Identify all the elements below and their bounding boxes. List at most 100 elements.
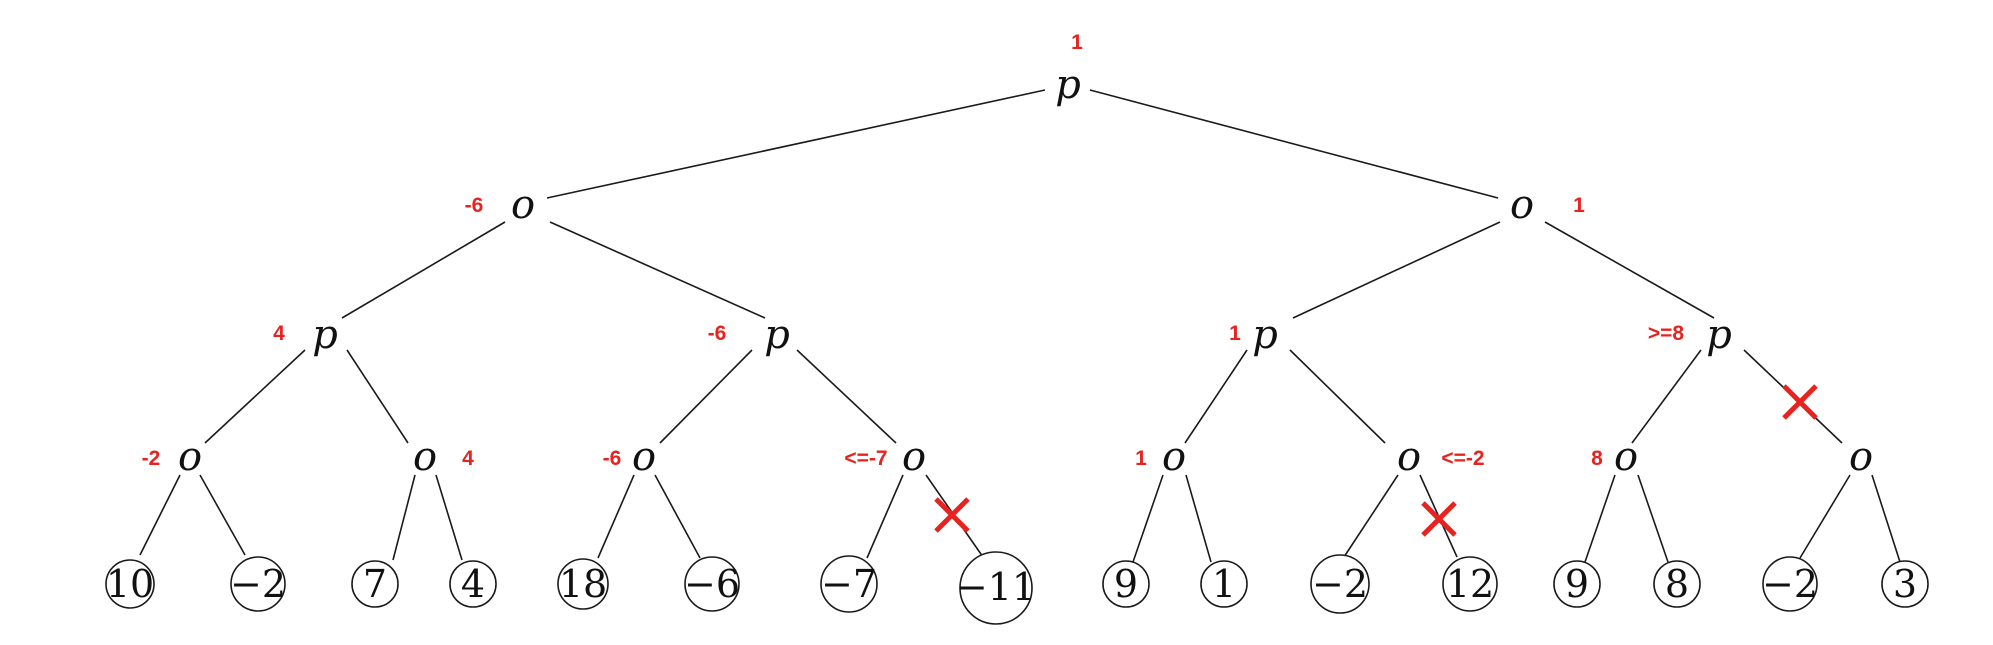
edge-l1a-l2b xyxy=(549,221,766,319)
level3-value-7: 8 xyxy=(1591,447,1603,470)
level2-node-4: p xyxy=(1706,312,1732,358)
leaf-value: 18 xyxy=(559,562,607,606)
edge-l2b-l3c xyxy=(659,349,753,444)
edge-l3c-leaf5 xyxy=(597,474,635,559)
leaf-value: 8 xyxy=(1665,562,1689,606)
leaf-value: 3 xyxy=(1893,562,1917,606)
level1-node-2: o xyxy=(1510,182,1534,228)
level3-node-2: o xyxy=(413,434,437,480)
level3-node-7: o xyxy=(1614,434,1638,480)
level3-node-1: o xyxy=(178,434,202,480)
root-node: p xyxy=(1055,62,1081,108)
leaf-circle xyxy=(1762,556,1818,612)
leaf: 1 xyxy=(1200,560,1248,608)
leaf-value: 7 xyxy=(363,562,387,606)
edge-l3a-leaf1 xyxy=(139,474,181,556)
edge-l3f-leaf11 xyxy=(1343,474,1399,558)
edge-l3b-leaf4 xyxy=(435,474,463,561)
prune-icon xyxy=(934,497,970,533)
edge-l1b-l2d xyxy=(1544,221,1715,319)
leaf-value: −2 xyxy=(1762,562,1818,606)
edge-l3c-leaf6 xyxy=(654,474,701,559)
edge-root-l1a xyxy=(546,89,1046,199)
leaf-circle xyxy=(1442,556,1498,612)
leaf-circle xyxy=(1881,560,1929,608)
leaf: −2 xyxy=(230,556,286,612)
level3-value-5: 1 xyxy=(1135,447,1147,470)
edge-l3d-leaf7 xyxy=(866,474,904,559)
leaf-circle xyxy=(230,556,286,612)
level2-value-3: 1 xyxy=(1229,322,1241,345)
tree-leaves: 10 −2 7 4 18 −6 −7 −11 xyxy=(105,551,1929,625)
leaf-value: 9 xyxy=(1565,562,1589,606)
leaf-circle xyxy=(1653,560,1701,608)
level3-value-1: -2 xyxy=(142,447,161,470)
edge-l3g-leaf13 xyxy=(1584,474,1616,563)
level3-value-2: 4 xyxy=(462,447,474,470)
leaf: −11 xyxy=(956,551,1036,625)
leaf: 4 xyxy=(449,560,497,608)
leaf-circle xyxy=(449,560,497,608)
level3-value-6: <=-2 xyxy=(1441,447,1484,470)
value-annotations: 1 -6 1 4 -6 1 >=8 -2 4 -6 <=-7 1 <=-2 8 xyxy=(142,31,1685,470)
edge-l1a-l2a xyxy=(341,221,506,319)
leaf-circle xyxy=(820,555,878,613)
level3-value-4: <=-7 xyxy=(844,447,887,470)
edge-l2d-l3g xyxy=(1631,349,1702,444)
leaf-circle xyxy=(351,560,399,608)
edge-l2a-l3a xyxy=(204,349,306,444)
leaf: 8 xyxy=(1653,560,1701,608)
leaf-circle xyxy=(1553,560,1601,608)
leaf: 9 xyxy=(1553,560,1601,608)
leaf: 18 xyxy=(557,558,609,610)
level2-node-3: p xyxy=(1252,312,1278,358)
level3-node-8: o xyxy=(1849,434,1873,480)
leaf: −2 xyxy=(1762,556,1818,612)
level3-node-3: o xyxy=(632,434,656,480)
leaf-circle xyxy=(1310,554,1370,614)
leaf-circle xyxy=(1102,560,1150,608)
leaf-value: 10 xyxy=(106,562,154,606)
edge-l2c-l3f xyxy=(1289,349,1386,444)
leaf-circle xyxy=(557,558,609,610)
leaf-value: −2 xyxy=(230,562,286,606)
edge-l3h-leaf16 xyxy=(1871,474,1901,563)
leaf: −6 xyxy=(684,556,740,612)
edge-l3b-leaf3 xyxy=(392,474,416,561)
leaf: 3 xyxy=(1881,560,1929,608)
edge-l3e-leaf10 xyxy=(1185,474,1212,563)
leaf-value: 4 xyxy=(461,562,485,606)
level3-node-5: o xyxy=(1162,434,1186,480)
level1-value-1: -6 xyxy=(465,194,484,217)
edge-l2b-l3d xyxy=(796,349,897,444)
edge-l3g-leaf14 xyxy=(1637,474,1669,563)
leaf: 9 xyxy=(1102,560,1150,608)
leaf-circle xyxy=(1200,560,1248,608)
leaf: 10 xyxy=(105,559,155,609)
tree-edges xyxy=(139,89,1901,563)
leaf: −2 xyxy=(1310,554,1370,614)
level2-node-1: p xyxy=(312,312,338,358)
leaf-value: −6 xyxy=(684,562,740,606)
edge-l3e-leaf9 xyxy=(1132,474,1164,563)
level2-node-2: p xyxy=(764,312,790,358)
edge-l3h-leaf15 xyxy=(1799,474,1851,559)
prune-icon xyxy=(1782,384,1818,420)
level1-value-2: 1 xyxy=(1573,194,1585,217)
leaf-value: 9 xyxy=(1114,562,1138,606)
level2-value-2: -6 xyxy=(708,322,727,345)
edge-l3a-leaf2 xyxy=(199,474,246,556)
leaf-circle xyxy=(105,559,155,609)
level2-value-1: 4 xyxy=(273,322,285,345)
leaf-value: −11 xyxy=(956,565,1036,609)
leaf-value: −7 xyxy=(821,562,877,606)
leaf-value: 12 xyxy=(1446,562,1494,606)
edge-root-l1b xyxy=(1089,89,1499,199)
leaf: 12 xyxy=(1442,556,1498,612)
level1-node-1: o xyxy=(511,182,535,228)
root-value: 1 xyxy=(1071,31,1083,54)
prune-marks xyxy=(934,384,1818,537)
leaf: 7 xyxy=(351,560,399,608)
leaf-value: −2 xyxy=(1312,562,1368,606)
